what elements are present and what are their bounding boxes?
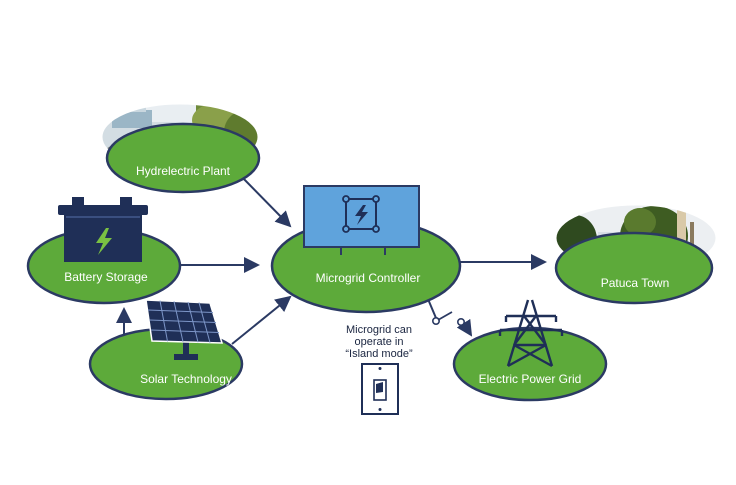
island-switch-contacts xyxy=(431,311,465,326)
arrow-switch-to-grid xyxy=(456,318,473,337)
note-line-3: “Island mode” xyxy=(345,348,413,360)
arrow-solar-to-controller xyxy=(231,295,292,345)
wall-switch-icon xyxy=(361,363,399,415)
controller-monitor-icon xyxy=(303,185,420,255)
arrow-hydro-to-controller xyxy=(236,171,292,228)
controller-label: Microgrid Controller xyxy=(315,271,421,285)
solar-panel-icon xyxy=(145,299,224,360)
hydro-node xyxy=(105,122,261,194)
note-line-1: Microgrid can xyxy=(345,324,413,336)
grid-node xyxy=(452,326,608,402)
note-line-2: operate in xyxy=(354,336,404,348)
hydro-label: Hydrelectric Plant xyxy=(135,164,231,178)
connectors xyxy=(116,171,547,345)
solar-label: Solar Technology xyxy=(140,372,232,386)
island-mode-note: Microgrid can operate in “Island mode” xyxy=(320,324,438,360)
battery-label: Battery Storage xyxy=(64,270,148,284)
battery-icon xyxy=(58,197,148,262)
grid-label: Electric Power Grid xyxy=(478,372,582,386)
transmission-tower-icon xyxy=(498,299,564,368)
town-node xyxy=(554,231,714,305)
town-label: Patuca Town xyxy=(600,276,670,290)
